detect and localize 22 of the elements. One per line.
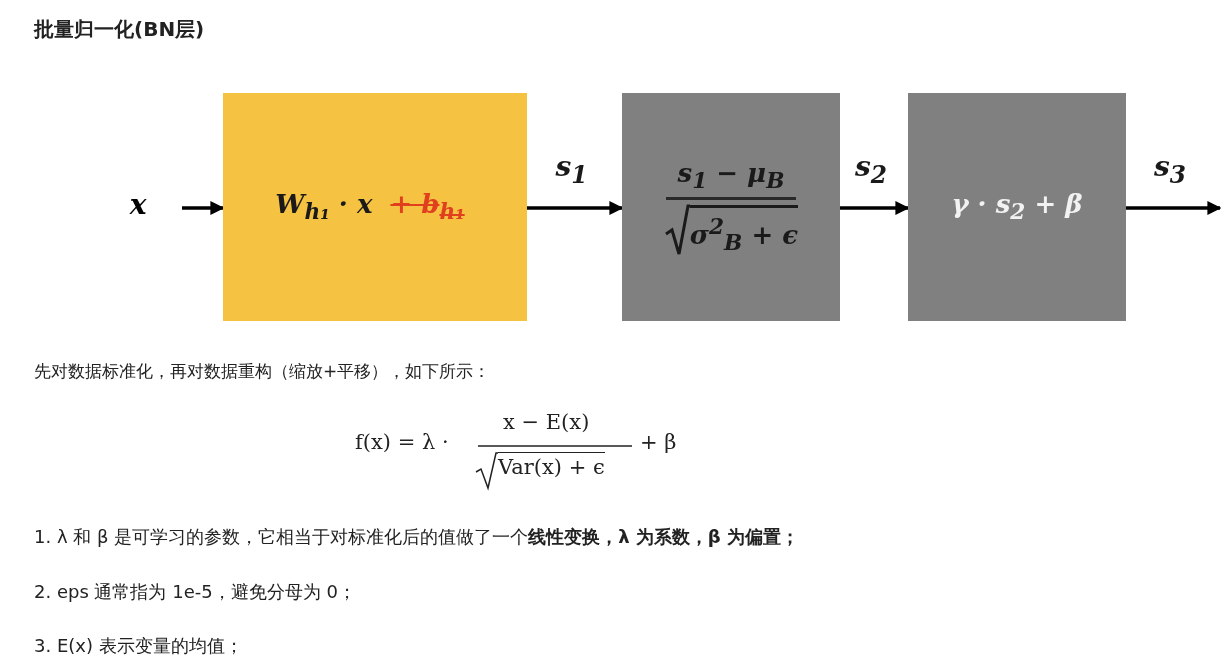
list-item: 2. eps 通常指为 1e-5，避免分母为 0； [34,580,356,604]
struck-term: + b$_{h₁}$ [390,189,465,225]
scale-shift-box [908,93,1126,321]
list-item: 3. E(x) 表示变量的均值； [34,634,243,658]
weight-box [223,93,527,321]
arrow [840,201,910,215]
arrow [182,201,225,215]
normalize-box [622,93,840,321]
numerator-text: s$_{1}$ − μ$_{B}$ [677,157,785,194]
title: 批量归一化(BN层) [34,16,205,43]
denominator-text: σ$^{2}$$_{B}$ + ϵ [689,205,799,255]
list-item: 1. λ 和 β 是可学习的参数，它相当于对标准化后的值做了一个线性变换，λ 为系数，β 为偏置； [34,525,799,549]
description-text: 先对数据标准化，再对数据重构（缩放+平移），如下所示： [34,360,491,383]
formula-text: + β [640,430,677,454]
formula-text: f(x) = λ · [355,430,449,454]
arrow [1126,201,1222,215]
arrow [527,201,624,215]
numerator-text: x − E(x) [503,410,590,434]
denominator-text: Var(x) + ϵ [498,452,605,479]
variable-label: x [120,188,156,230]
formula-text: W$_{h₁}$ · x [275,189,373,225]
formula-text: γ · s$_{2}$ + β [951,189,1083,225]
